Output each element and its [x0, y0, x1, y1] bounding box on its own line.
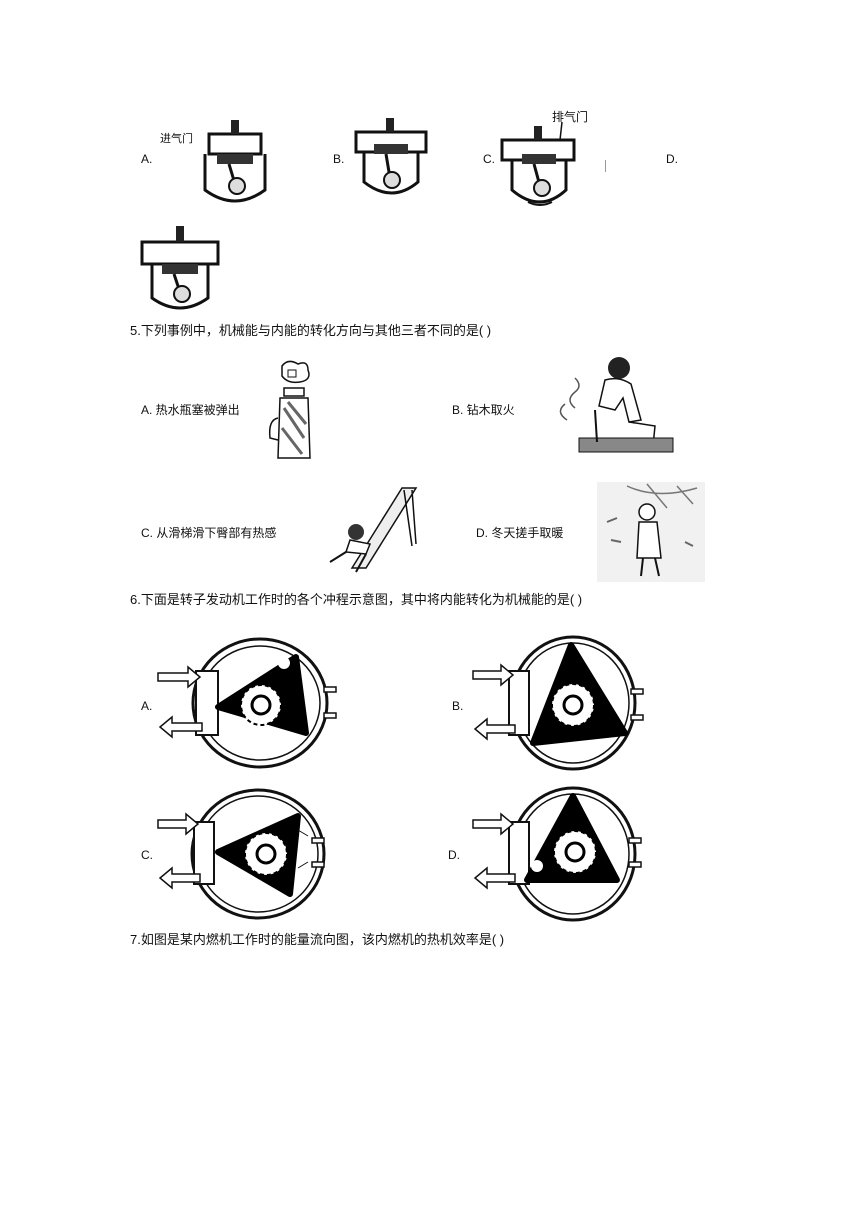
- option-letter: C.: [483, 152, 495, 166]
- rotary-engine-b-figure: [472, 635, 644, 771]
- option-label: C. 从滑梯滑下臀部有热感: [141, 526, 277, 540]
- rotary-engine-a-figure: [157, 637, 337, 769]
- option-letter: A.: [141, 699, 153, 713]
- option-label: B. 钻木取火: [452, 403, 515, 417]
- q7-stem: 7.如图是某内燃机工作时的能量流向图，该内燃机的热机效率是( ): [130, 932, 505, 947]
- rubbing-hands-figure: [597, 482, 705, 582]
- slide-figure: [329, 487, 418, 573]
- engine-power-stroke-figure: [140, 226, 220, 310]
- engine-compression-stroke-figure: [354, 118, 428, 195]
- exhaust-valve-label: 排气门: [552, 110, 589, 124]
- option-label: A. 热水瓶塞被弹出: [141, 403, 240, 417]
- q5-stem: 5.下列事例中，机械能与内能的转化方向与其他三者不同的是( ): [130, 323, 492, 338]
- option-letter: D.: [448, 848, 460, 862]
- drilling-wood-fire-figure: [559, 357, 674, 453]
- option-letter: D.: [666, 152, 678, 166]
- rotary-engine-d-figure: [472, 786, 642, 922]
- option-letter: A.: [141, 152, 153, 166]
- engine-intake-stroke-figure: [203, 120, 267, 203]
- divider-mark: [605, 160, 606, 172]
- option-letter: C.: [141, 848, 153, 862]
- rotary-engine-c-figure: [157, 788, 326, 920]
- option-label: D. 冬天搓手取暖: [476, 526, 564, 540]
- thermos-figure: [268, 360, 311, 459]
- option-letter: B.: [333, 152, 345, 166]
- option-letter: B.: [452, 699, 464, 713]
- q6-stem: 6.下面是转子发动机工作时的各个冲程示意图，其中将内能转化为机械能的是( ): [130, 592, 583, 607]
- engine-exhaust-stroke-figure: [500, 121, 576, 206]
- intake-valve-label: 进气门: [160, 133, 193, 145]
